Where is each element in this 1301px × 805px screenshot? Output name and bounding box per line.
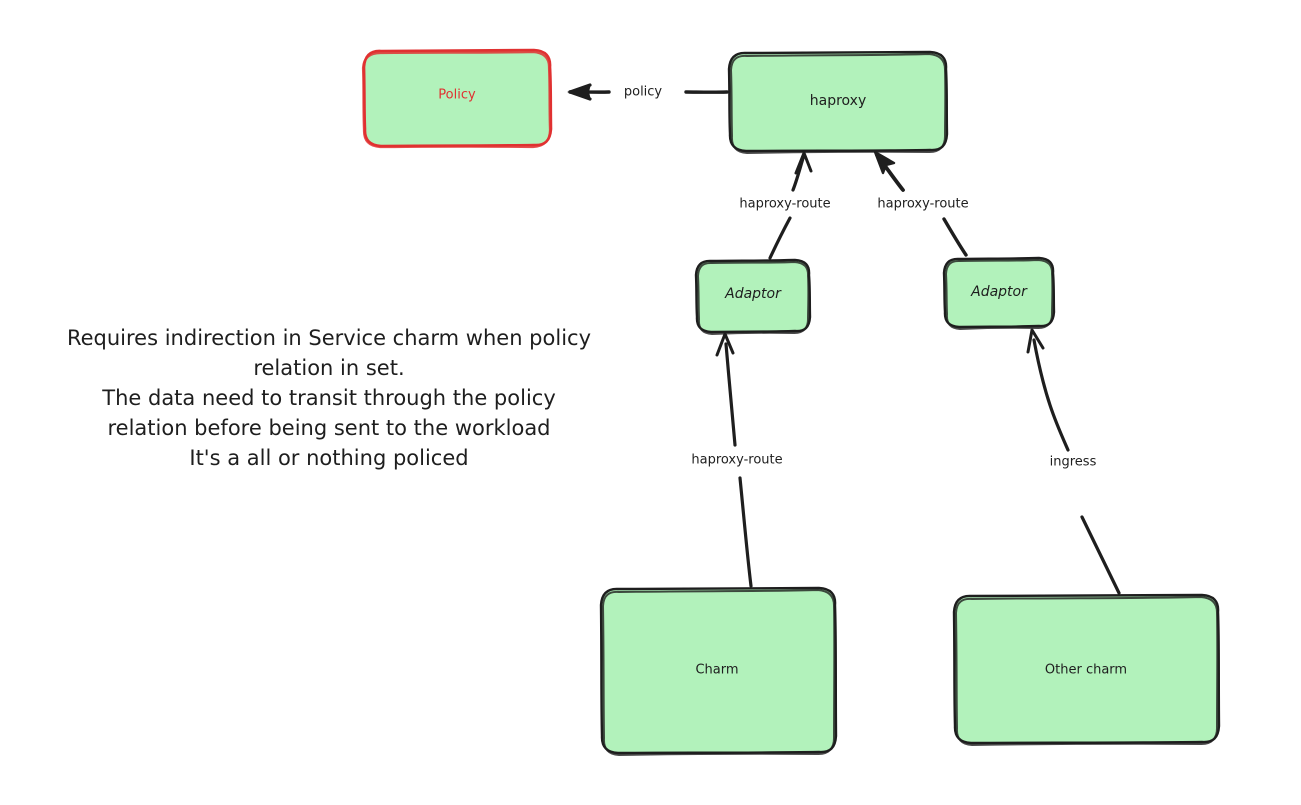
node-other-charm[interactable]: Other charm [952, 593, 1221, 746]
edge-adaptor-left-to-haproxy-label: haproxy-route [739, 197, 830, 212]
node-haproxy-shape [729, 52, 947, 151]
node-haproxy-outline [727, 50, 949, 153]
edge-adaptor-left-to-haproxy-line-a [768, 216, 792, 260]
edge-charm-to-adaptor-left-line-a [738, 476, 753, 588]
node-policy-label: Policy [438, 88, 476, 103]
node-adaptor-left-outline [694, 258, 812, 334]
edge-other-charm-to-adaptor-right-arrowhead [1026, 328, 1045, 354]
node-charm-outline-2 [602, 589, 836, 756]
design-note-line-1: Requires indirection in Service charm wh… [67, 326, 591, 350]
node-adaptor-right-label: Adaptor [970, 284, 1028, 300]
edge-charm-to-adaptor-left-arrowhead [715, 332, 735, 357]
edge-charm-to-adaptor-left-label: haproxy-route [691, 453, 782, 468]
node-haproxy-outline-2 [730, 53, 947, 154]
edge-other-charm-to-adaptor-right-line-a [1080, 515, 1121, 595]
node-haproxy[interactable]: haproxy [727, 50, 949, 154]
node-adaptor-right-outline [942, 256, 1056, 329]
node-adaptor-right-shape [944, 258, 1054, 327]
edge-other-charm-to-adaptor-right-label: ingress [1050, 455, 1097, 470]
node-adaptor-left-outline-2 [697, 261, 810, 335]
node-charm-shape [601, 588, 836, 753]
node-other-charm-shape [954, 595, 1219, 743]
edge-adaptor-right-to-haproxy-arrowhead [873, 150, 896, 175]
edge-adaptor-right-to-haproxy-label: haproxy-route [877, 197, 968, 212]
node-adaptor-right-outline-2 [945, 259, 1054, 330]
node-haproxy-label: haproxy [810, 93, 867, 109]
design-note-line-2: relation in set. [253, 356, 404, 380]
edge-adaptor-right-to-haproxy-line-a [942, 217, 968, 257]
node-adaptor-left-label: Adaptor [724, 286, 782, 302]
node-adaptor-left[interactable]: Adaptor [694, 258, 812, 335]
edge-haproxy-to-policy[interactable]: policy [567, 83, 729, 101]
edge-other-charm-to-adaptor-right-line-b [1032, 338, 1070, 452]
node-other-charm-label: Other charm [1045, 663, 1127, 678]
edge-charm-to-adaptor-left[interactable]: haproxy-route [691, 332, 783, 588]
node-policy[interactable]: Policy [361, 48, 553, 149]
design-note-line-4: relation before being sent to the worklo… [107, 416, 550, 440]
node-charm-outline [599, 586, 838, 755]
node-policy-outline-2 [361, 50, 552, 149]
node-charm[interactable]: Charm [599, 586, 838, 756]
edge-adaptor-left-to-haproxy[interactable]: haproxy-route [739, 151, 831, 260]
design-note: Requires indirection in Service charm wh… [67, 326, 591, 470]
node-adaptor-left-shape [696, 260, 810, 332]
node-adaptor-right[interactable]: Adaptor [942, 256, 1056, 330]
edge-adaptor-left-to-haproxy-arrowhead [794, 151, 813, 175]
edge-adaptor-right-to-haproxy[interactable]: haproxy-route [873, 150, 969, 257]
edge-other-charm-to-adaptor-right[interactable]: ingress [1026, 328, 1121, 595]
design-note-line-3: The data need to transit through the pol… [101, 386, 556, 410]
edge-haproxy-to-policy-arrowhead-fill [567, 84, 591, 100]
node-policy-shape [364, 50, 551, 146]
node-charm-label: Charm [695, 663, 738, 678]
edge-haproxy-to-policy-label: policy [624, 85, 663, 100]
edge-charm-to-adaptor-left-line-b [724, 342, 737, 447]
design-note-line-5: It's a all or nothing policed [189, 446, 468, 470]
node-other-charm-outline-2 [955, 596, 1219, 746]
node-other-charm-outline [952, 593, 1221, 745]
